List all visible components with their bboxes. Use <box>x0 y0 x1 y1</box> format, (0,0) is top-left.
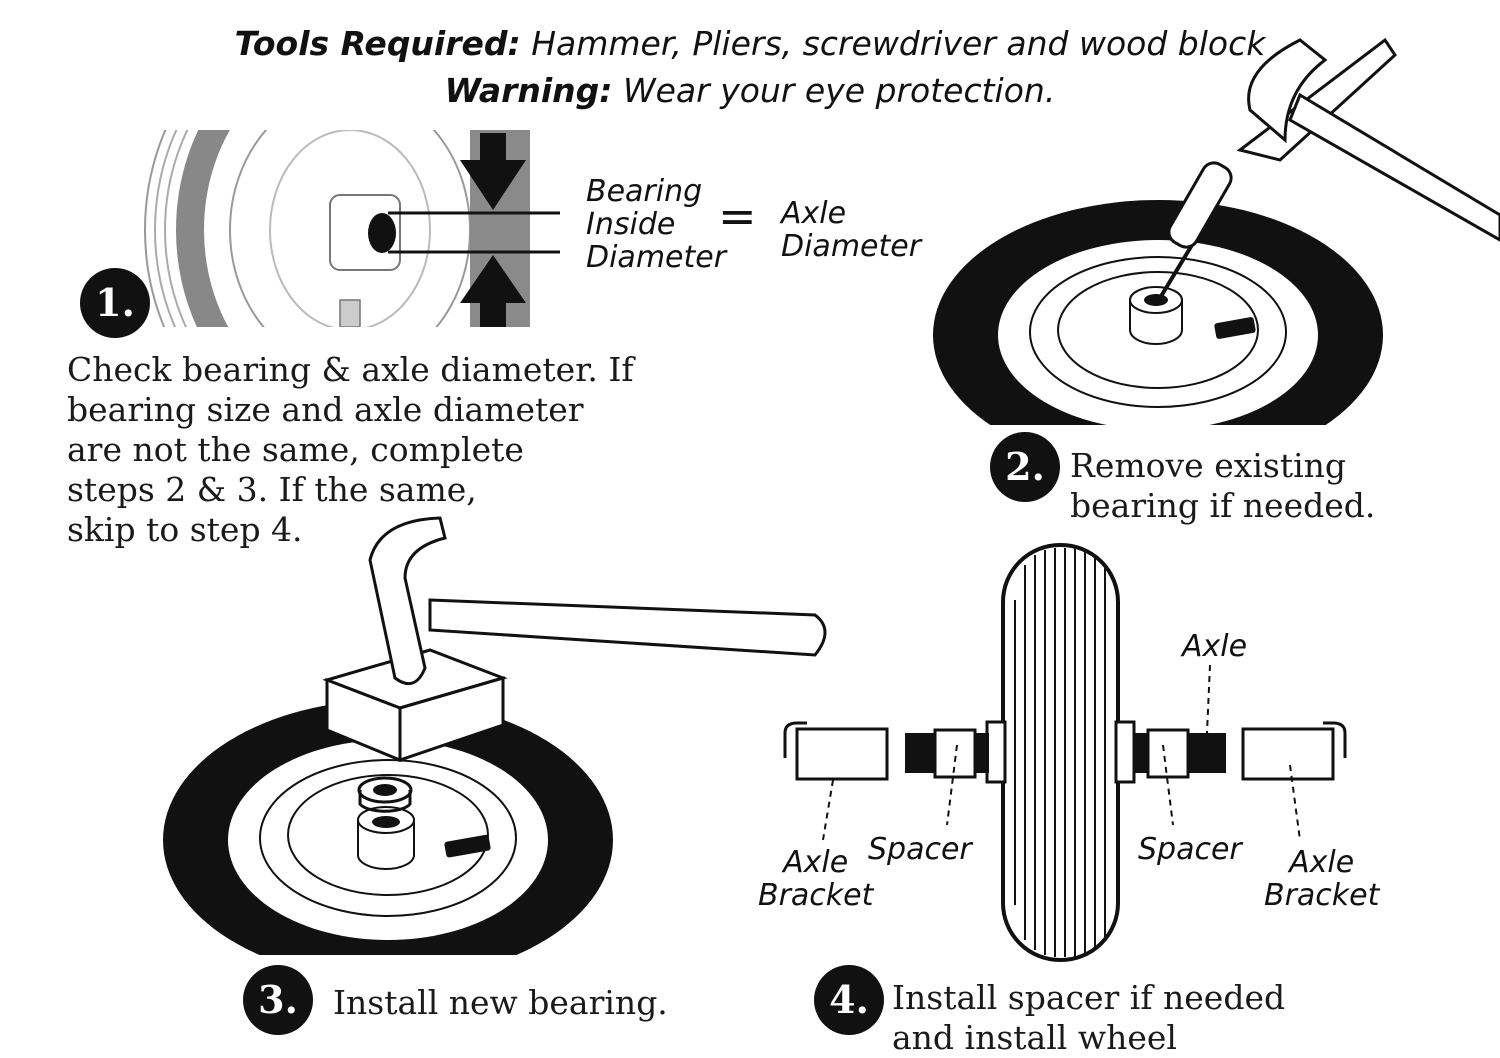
step-number-4: 4. <box>814 965 884 1035</box>
step-number-1: 1. <box>80 268 150 338</box>
hammer-icon <box>1236 37 1500 242</box>
warning-line: Warning: Wear your eye protection. <box>0 71 1500 110</box>
equation-left-line-2: Inside <box>586 207 676 242</box>
step2-instructions: Remove existing bearing if needed. <box>1070 446 1375 526</box>
step3-instructions: Install new bearing. <box>333 983 668 1022</box>
warning-text: Wear your eye protection. <box>623 71 1056 110</box>
bearing-inside-diameter-label: Bearing Inside Diameter <box>586 175 726 274</box>
axle-bracket-left-line-1: Axle <box>783 845 849 880</box>
axle-bracket-right-label: Axle Bracket <box>1264 846 1379 912</box>
tools-required-text: Hammer, Pliers, screwdriver and wood blo… <box>531 24 1266 63</box>
install-bearing-illustration <box>163 516 827 955</box>
spacer-left-label: Spacer <box>868 832 972 867</box>
axle-label: Axle <box>1182 629 1248 664</box>
step1-line-1: Check bearing & axle diameter. If <box>67 350 634 389</box>
equation-left-line-3: Diameter <box>586 240 727 275</box>
wheel-assembly-diagram <box>783 543 1347 962</box>
axle-diameter-label: Axle Diameter <box>781 197 921 263</box>
step1-line-3: are not the same, complete <box>67 430 524 469</box>
step4-line-2: and install wheel <box>892 1018 1177 1057</box>
step-number-3: 3. <box>243 965 313 1035</box>
step1-line-2: bearing size and axle diameter <box>67 390 584 429</box>
bearing-wheel-closeup <box>144 130 560 327</box>
remove-bearing-illustration <box>933 37 1500 425</box>
arrow-down-icon <box>460 133 526 210</box>
hammer-icon <box>368 516 827 686</box>
tools-required-line: Tools Required: Hammer, Pliers, screwdri… <box>0 24 1500 63</box>
equation-right-line-2: Diameter <box>781 229 922 264</box>
axle-bracket-right-line-1: Axle <box>1289 845 1355 880</box>
wheel-icon <box>985 543 1136 962</box>
warning-label: Warning: <box>444 71 613 110</box>
equation-left-line-1: Bearing <box>586 174 703 209</box>
step-number-2: 2. <box>990 432 1060 502</box>
step2-line-2: bearing if needed. <box>1070 486 1376 525</box>
spacer-right-label: Spacer <box>1138 832 1242 867</box>
step4-instructions: Install spacer if needed and install whe… <box>892 978 1285 1058</box>
step1-line-4: steps 2 & 3. If the same, <box>67 470 477 509</box>
step1-instructions: Check bearing & axle diameter. If bearin… <box>67 350 634 550</box>
equals-sign: = <box>718 189 757 243</box>
arrow-up-icon <box>460 255 526 327</box>
screwdriver-icon <box>1158 161 1233 300</box>
axle-bracket-left-label: Axle Bracket <box>758 846 873 912</box>
axle-bracket-left-line-2: Bracket <box>758 878 874 913</box>
step2-line-1: Remove existing <box>1070 446 1347 485</box>
tools-required-label: Tools Required: <box>234 24 521 63</box>
bearing-icon <box>357 776 413 813</box>
step1-line-5: skip to step 4. <box>67 510 303 549</box>
axle-bracket-right-line-2: Bracket <box>1264 878 1380 913</box>
equation-right-line-1: Axle <box>781 196 847 231</box>
step4-line-1: Install spacer if needed <box>892 978 1286 1017</box>
